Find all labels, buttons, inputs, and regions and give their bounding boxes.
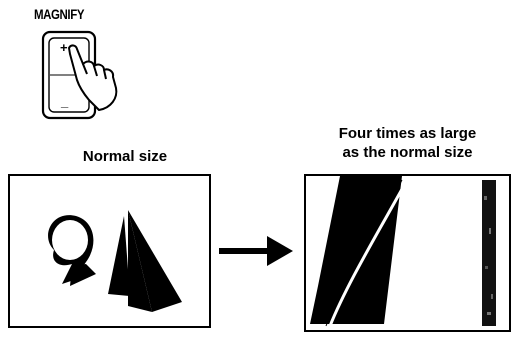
magnify-label: MAGNIFY xyxy=(34,6,84,22)
four-times-caption-line1: Four times as large xyxy=(304,124,511,143)
magnified-picture xyxy=(304,174,511,332)
plus-icon: + xyxy=(60,40,68,55)
four-times-caption-line2: as the normal size xyxy=(304,143,511,162)
four-times-caption: Four times as large as the normal size xyxy=(304,124,511,162)
right-arrow-icon xyxy=(217,232,295,270)
normal-size-picture xyxy=(8,174,211,328)
minus-icon: _ xyxy=(60,94,69,109)
magnify-button[interactable]: + _ xyxy=(33,30,145,126)
normal-size-caption: Normal size xyxy=(30,148,220,165)
